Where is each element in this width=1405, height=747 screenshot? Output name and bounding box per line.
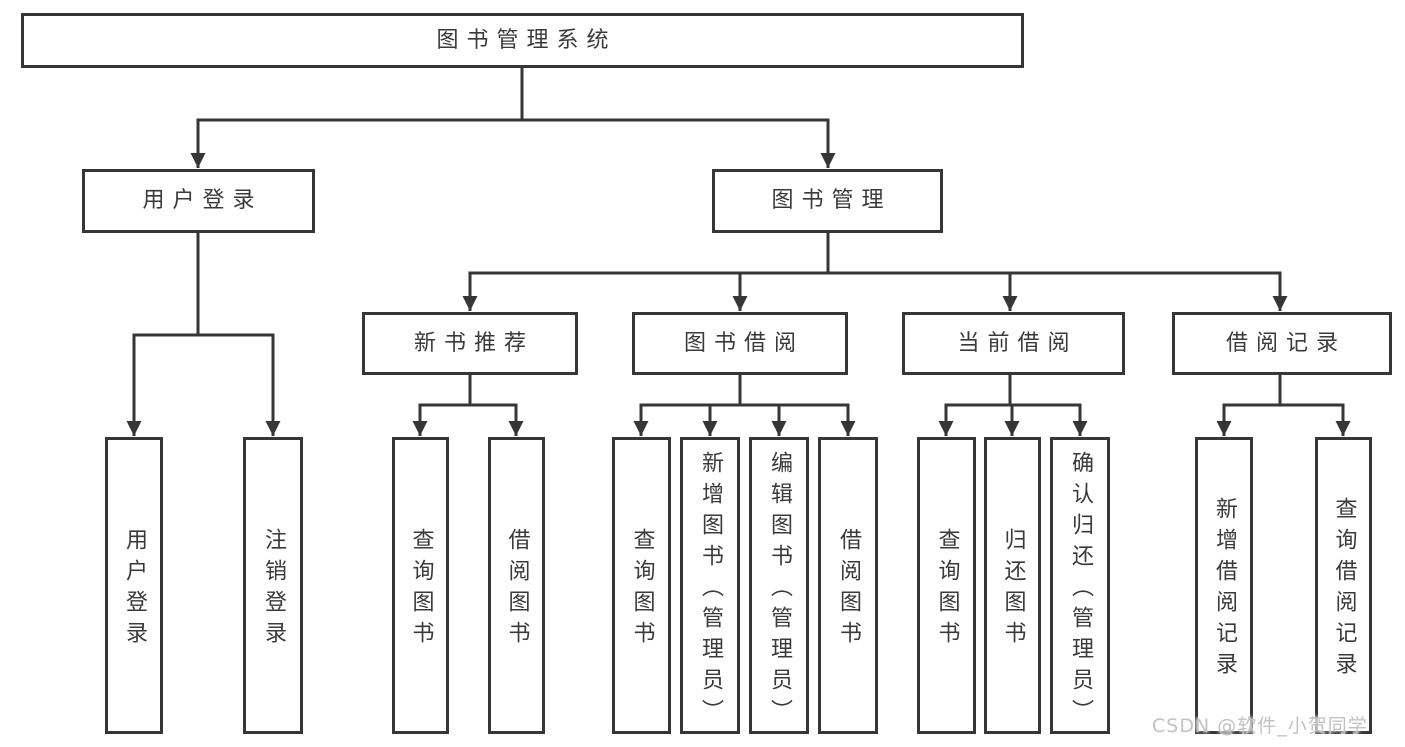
node-leaf-br-query-record: 查询借阅记录 [1315, 437, 1372, 734]
node-leaf-logout: 注销登录 [243, 437, 303, 734]
node-sub-borrow-records: 借阅记录 [1172, 312, 1392, 375]
node-leaf-cb-confirm-return-admin: 确认归还（管理员） [1050, 437, 1110, 734]
node-leaf-bb-edit-book-admin: 编辑图书（管理员） [749, 437, 809, 734]
node-leaf-bb-query-book: 查询图书 [612, 437, 671, 734]
connector-arrows [126, 120, 1351, 436]
node-leaf-bb-borrow-book: 借阅图书 [818, 437, 878, 734]
node-leaf-cb-query-book: 查询图书 [917, 437, 976, 734]
node-leaf-rec-borrow-book: 借阅图书 [488, 437, 545, 734]
node-root-system: 图书管理系统 [21, 13, 1024, 68]
node-leaf-br-add-record: 新增借阅记录 [1195, 437, 1253, 734]
csdn-watermark: CSDN @软件_小贺同学 [1152, 715, 1368, 737]
node-leaf-user-login: 用户登录 [105, 437, 163, 734]
node-leaf-bb-add-book-admin: 新增图书（管理员） [680, 437, 740, 734]
node-sub-book-borrow: 图书借阅 [632, 312, 848, 375]
node-leaf-cb-return-book: 归还图书 [984, 437, 1041, 734]
node-sub-new-book-recommend: 新书推荐 [362, 312, 578, 375]
node-module-user-login: 用户登录 [82, 169, 315, 233]
node-sub-current-borrow: 当前借阅 [902, 312, 1125, 375]
node-leaf-rec-query-book: 查询图书 [392, 437, 449, 734]
node-module-book-management: 图书管理 [712, 169, 943, 233]
